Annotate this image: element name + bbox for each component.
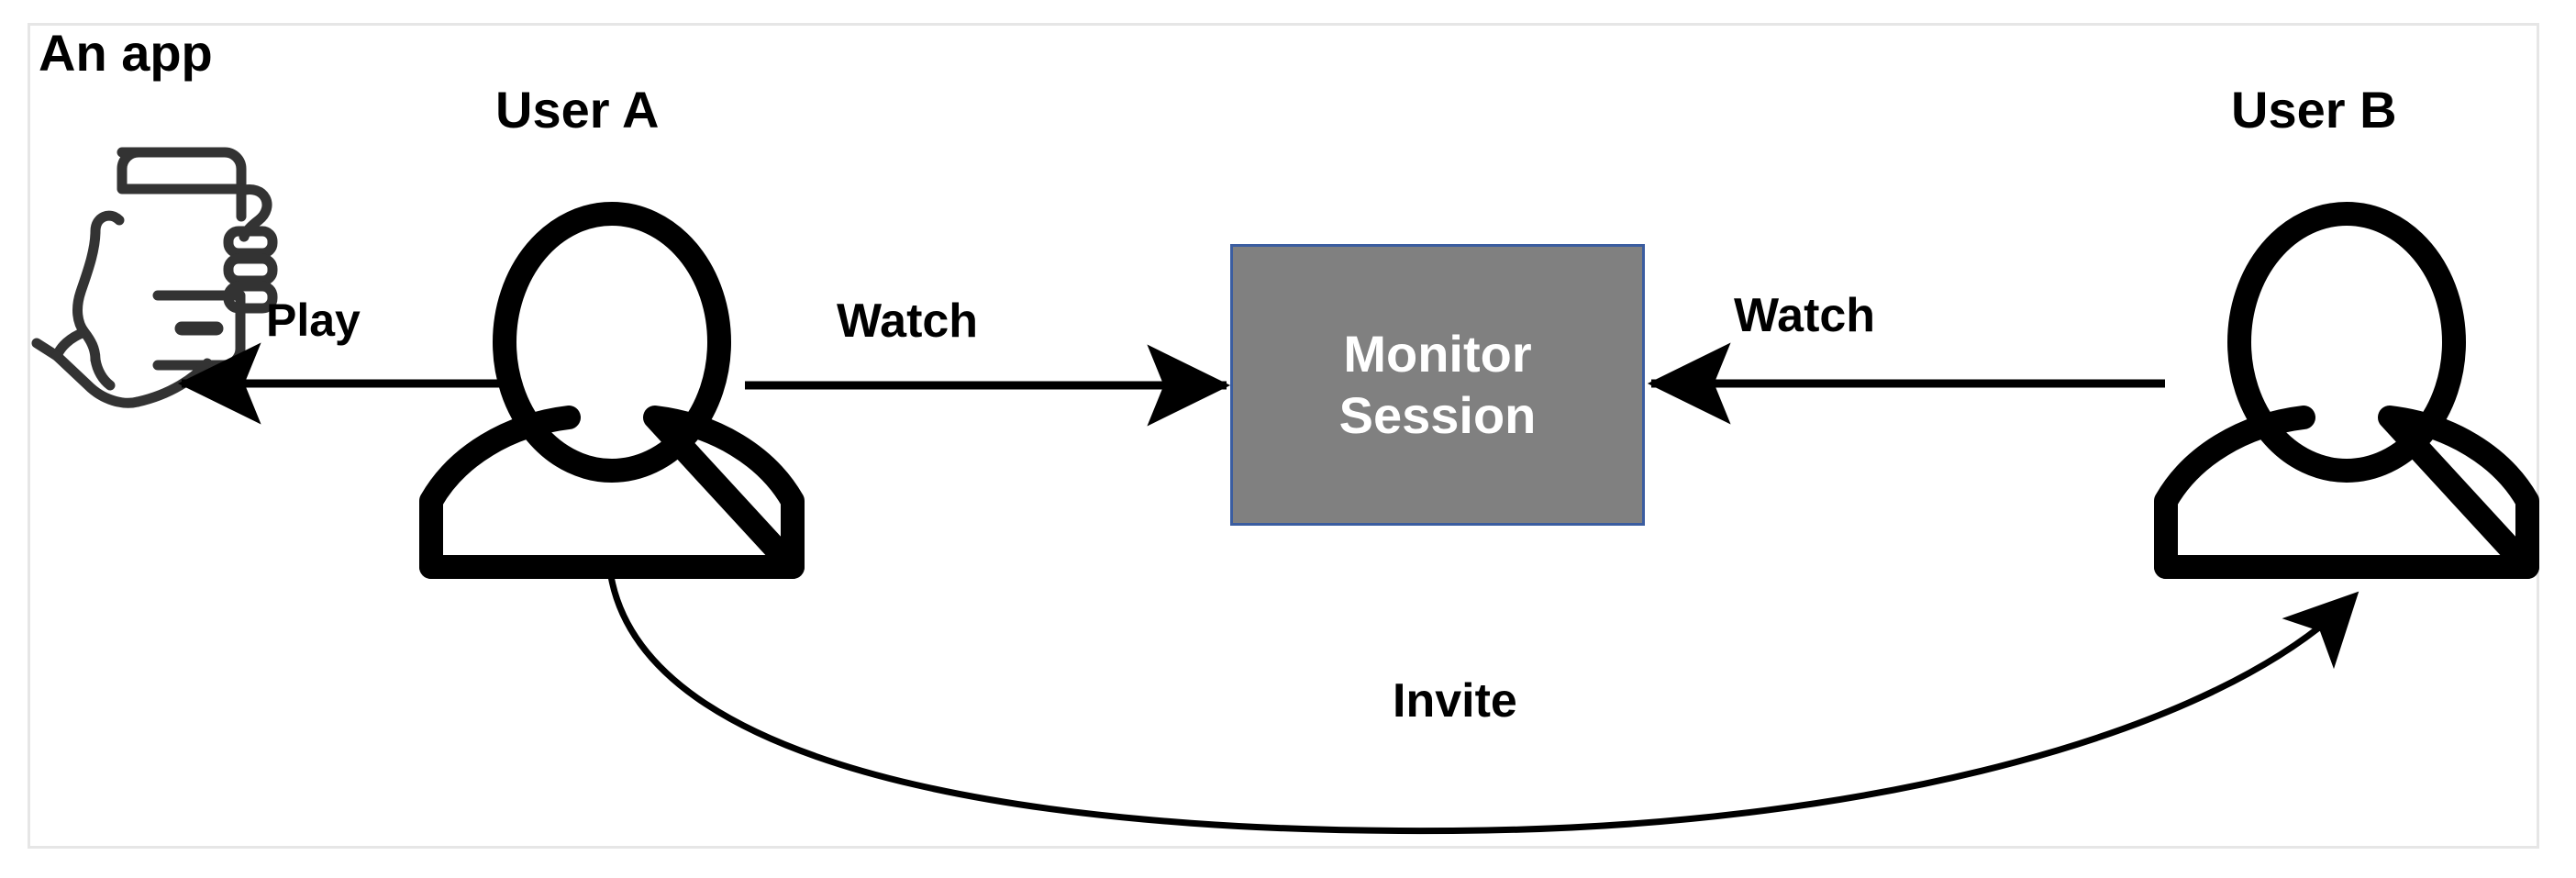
user-a-label: User A xyxy=(495,81,660,139)
edge-label-invite: Invite xyxy=(1393,674,1517,728)
hand-holding-phone-icon xyxy=(31,147,278,408)
person-icon-user-a xyxy=(419,202,805,579)
app-label: An app xyxy=(39,24,213,82)
edge-label-watch-right: Watch xyxy=(1734,289,1876,342)
edge-invite-curve xyxy=(606,570,2359,835)
edge-label-play: Play xyxy=(266,295,361,346)
edge-label-watch-left: Watch xyxy=(837,295,979,348)
monitor-session-node[interactable]: Monitor Session xyxy=(1230,244,1645,526)
person-icon-user-b xyxy=(2154,202,2539,579)
monitor-session-label-line1: Monitor xyxy=(1343,325,1532,383)
user-b-label: User B xyxy=(2231,81,2397,139)
monitor-session-label-line2: Session xyxy=(1338,385,1537,444)
